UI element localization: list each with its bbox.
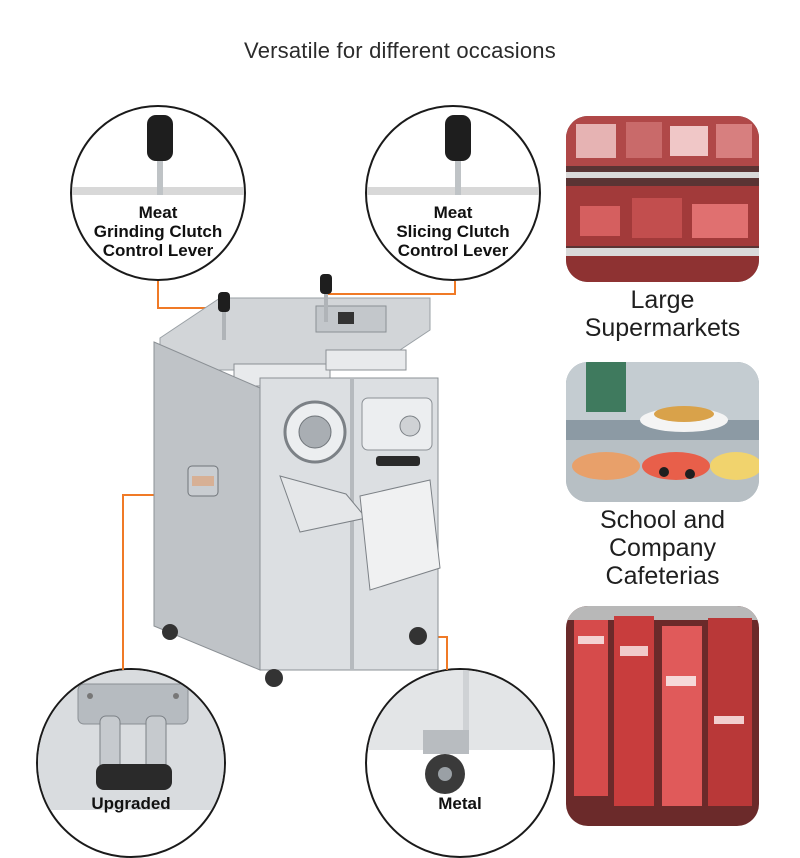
callout-label-line: Control Lever [102, 241, 214, 260]
callout-label-line: Grinding Clutch [93, 222, 223, 241]
leader-line [446, 636, 448, 670]
page-headline: Versatile for different occasions [244, 38, 556, 63]
scenario-label-cafeteria: School and Company Cafeterias [560, 506, 765, 590]
callout-slicing-lever: Meat Slicing Clutch Control Lever [365, 105, 541, 281]
lever-handle-icon [72, 115, 244, 195]
scenario-label-supermarket: Large Supermarkets [560, 286, 765, 342]
leader-line [326, 293, 456, 295]
callout-label-line: Metal [438, 794, 482, 813]
callout-label-line: Control Lever [397, 241, 509, 260]
callout-grinding-lever: Meat Grinding Clutch Control Lever [70, 105, 246, 281]
scenario-label-line: Supermarkets [584, 314, 741, 342]
callout-label-line: Upgraded [91, 794, 171, 813]
hanging-meat-photo-icon [566, 606, 759, 826]
lever-handle-icon [367, 115, 539, 195]
scenario-label-line: Cafeterias [605, 562, 720, 590]
callout-label-line: Meat [433, 203, 473, 222]
callout-handle: Upgraded [36, 668, 226, 858]
scenario-photo-butcher [566, 606, 759, 826]
caster-wheel-icon [367, 670, 553, 794]
callout-wheel: Metal [365, 668, 555, 858]
leader-line [157, 307, 223, 309]
meat-display-photo-icon [566, 116, 759, 282]
callout-label-line: Meat [138, 203, 178, 222]
meat-grinder-slicer-machine [153, 274, 441, 687]
leader-line [122, 494, 124, 670]
callout-label-line: Slicing Clutch [396, 222, 510, 241]
scenario-photo-cafeteria [566, 362, 759, 502]
handle-icon [38, 670, 224, 810]
leader-line [454, 281, 456, 295]
leader-line [157, 281, 159, 309]
cafeteria-buffet-photo-icon [566, 362, 759, 502]
scenario-label-line: Company [609, 534, 716, 562]
scenario-label-line: Large [630, 286, 695, 314]
scenario-photo-supermarket [566, 116, 759, 282]
scenario-label-line: School and [599, 506, 726, 534]
